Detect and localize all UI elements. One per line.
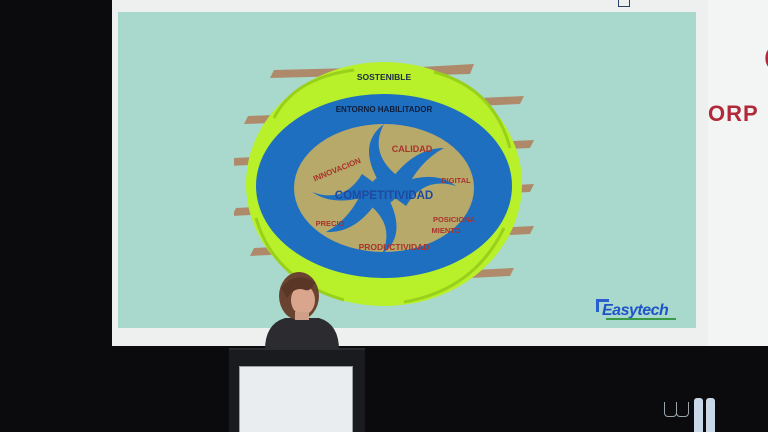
adjacent-slide-panel: C S ORP bbox=[708, 0, 768, 346]
petal-miento: MIENTO bbox=[431, 226, 460, 235]
petal-precio: PRECIO bbox=[316, 219, 345, 228]
logo-underline bbox=[606, 318, 676, 320]
petal-digital: DIGITAL bbox=[441, 176, 471, 185]
adjacent-slide-title: ORP bbox=[708, 101, 759, 126]
logo-text: Easytech bbox=[602, 302, 669, 319]
screen-top-icon bbox=[618, 0, 630, 7]
pinwheel-hub bbox=[370, 176, 398, 204]
adjacent-slide-letter: C bbox=[764, 40, 768, 79]
petal-calidad: CALIDAD bbox=[392, 144, 433, 154]
slide: SOSTENIBLE ENTORNO HABILITADOR CALIDA bbox=[118, 12, 696, 328]
outer-label: SOSTENIBLE bbox=[357, 72, 412, 82]
water-bottles bbox=[664, 392, 724, 432]
petal-posiciona: POSICIONA bbox=[433, 215, 476, 224]
competitiveness-diagram: SOSTENIBLE ENTORNO HABILITADOR CALIDA bbox=[234, 62, 534, 306]
pinwheel-arms bbox=[312, 124, 456, 254]
bottle bbox=[694, 398, 703, 432]
center-label: COMPETITIVIDAD bbox=[335, 190, 433, 202]
logo-mark-icon bbox=[596, 299, 609, 312]
outer-swirls bbox=[254, 68, 512, 304]
bottle bbox=[706, 398, 715, 432]
projection-screen: SOSTENIBLE ENTORNO HABILITADOR CALIDA bbox=[112, 0, 768, 346]
middle-label: ENTORNO HABILITADOR bbox=[336, 105, 433, 114]
petal-productividad: PRODUCTIVIDAD bbox=[359, 242, 430, 252]
podium-screen bbox=[239, 366, 353, 432]
easytech-logo: Easytech bbox=[596, 296, 686, 322]
podium bbox=[229, 348, 365, 432]
glass bbox=[676, 402, 689, 417]
